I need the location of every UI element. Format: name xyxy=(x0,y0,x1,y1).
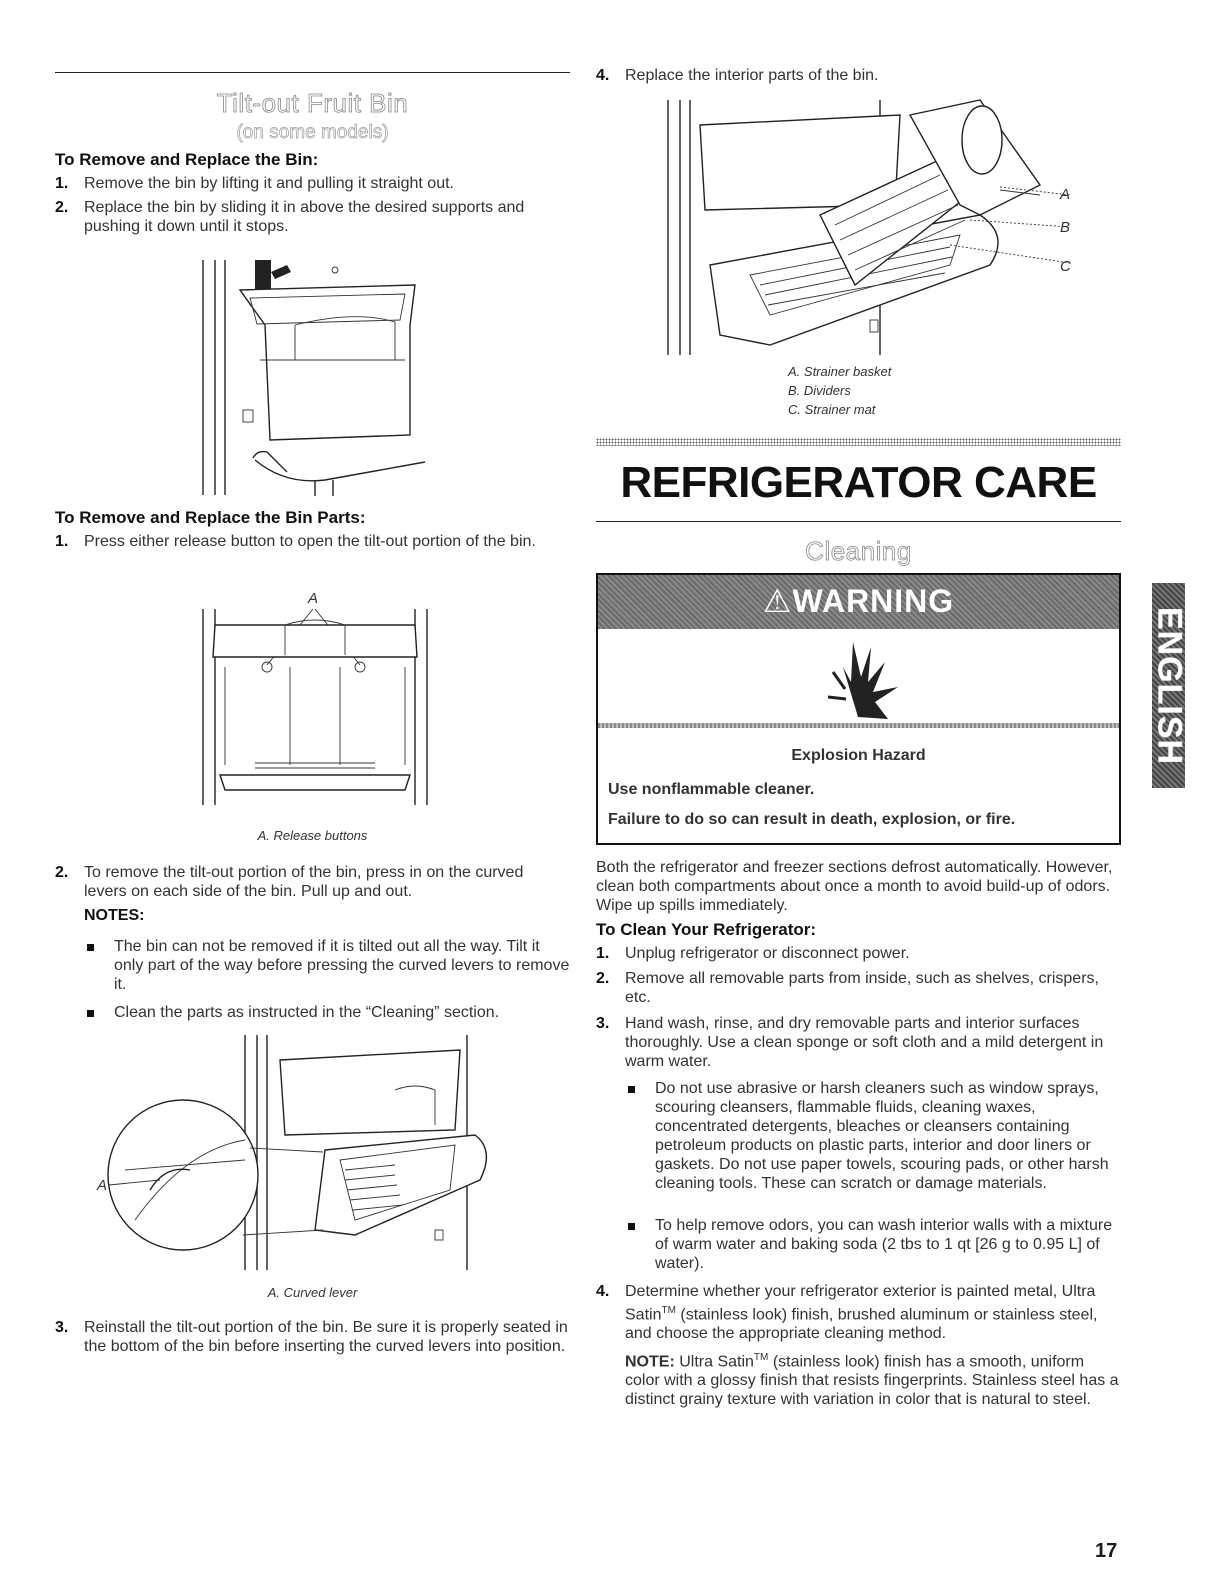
bin-heading: To Remove and Replace the Bin: xyxy=(55,150,319,169)
bin-step-1: 1. Remove the bin by lifting it and pull… xyxy=(55,175,454,192)
figure-curved-lever: A xyxy=(96,1035,488,1270)
warning-label: ⚠WARNING xyxy=(762,583,955,619)
page-title: REFRIGERATOR CARE xyxy=(620,458,1097,507)
explosion-icon xyxy=(827,642,898,719)
fig4-label-b: B xyxy=(1060,219,1070,236)
page-number: 17 xyxy=(1095,1540,1118,1562)
fig2-label: A xyxy=(307,590,318,607)
clean-bullet-2: To help remove odors, you can wash inter… xyxy=(625,1216,1121,1273)
fig3-label: A xyxy=(96,1177,107,1194)
fig4-caption-b: B. Dividers xyxy=(788,383,851,398)
satin-note: NOTE: Ultra SatinTM (stainless look) fin… xyxy=(625,1352,1119,1409)
warning-separator xyxy=(598,723,1119,728)
notes-heading: NOTES: xyxy=(84,907,145,924)
fig4-label-c: C xyxy=(1060,258,1071,275)
section-title-fruit-bin: Tilt-out Fruit Bin xyxy=(216,88,409,119)
top-rule-left xyxy=(55,72,570,73)
warning-hazard: Explosion Hazard xyxy=(791,747,926,764)
warning-box: ⚠WARNING Explosion Hazard Use nonflammab… xyxy=(596,573,1121,845)
clean-step-3: 3. Hand wash, rinse, and dry removable p… xyxy=(596,1015,1104,1070)
clean-step-2: 2. Remove all removable parts from insid… xyxy=(596,970,1099,1006)
fig2-caption: A. Release buttons xyxy=(257,828,368,843)
note-2: Clean the parts as instructed in the “Cl… xyxy=(84,1003,570,1022)
bin-step-4: 4. Replace the interior parts of the bin… xyxy=(596,67,879,84)
warning-band: ⚠WARNING xyxy=(598,575,1119,629)
parts-step-2: 2. To remove the tilt-out portion of the… xyxy=(55,864,524,900)
bin-step-2: 2. Replace the bin by sliding it in abov… xyxy=(55,199,525,235)
figure-release-buttons: A xyxy=(202,590,428,805)
section-subtitle: (on some models) xyxy=(236,122,389,144)
clean-bullet-1: Do not use abrasive or harsh cleaners su… xyxy=(625,1079,1121,1193)
figure-remove-bin xyxy=(202,260,426,496)
warning-line-2: Failure to do so can result in death, ex… xyxy=(608,811,1016,828)
parts-step-3: 3. Reinstall the tilt-out portion of the… xyxy=(55,1319,568,1355)
figure-strainer-parts: A B C xyxy=(667,99,1071,355)
fig4-caption-c: C. Strainer mat xyxy=(788,402,876,417)
fig4-label-a: A xyxy=(1059,186,1070,203)
note-1: The bin can not be removed if it is tilt… xyxy=(84,937,570,994)
clean-step-4: 4. Determine whether your refrigerator e… xyxy=(596,1283,1098,1343)
parts-heading: To Remove and Replace the Bin Parts: xyxy=(55,508,366,527)
fig3-caption: A. Curved lever xyxy=(267,1285,358,1300)
section-title-cleaning: Cleaning xyxy=(805,536,912,567)
parts-step-1: 1. Press either release button to open t… xyxy=(55,533,536,550)
title-rule-right xyxy=(596,521,1121,522)
cleaning-intro: Both the refrigerator and freezer sectio… xyxy=(596,859,1113,914)
fig4-caption-a: A. Strainer basket xyxy=(788,364,892,379)
clean-heading: To Clean Your Refrigerator: xyxy=(596,920,817,939)
warning-line-1: Use nonflammable cleaner. xyxy=(608,781,815,798)
language-tab: ENGLISH xyxy=(1150,583,1188,788)
clean-step-1: 1. Unplug refrigerator or disconnect pow… xyxy=(596,945,910,962)
dotted-divider xyxy=(596,438,1121,446)
